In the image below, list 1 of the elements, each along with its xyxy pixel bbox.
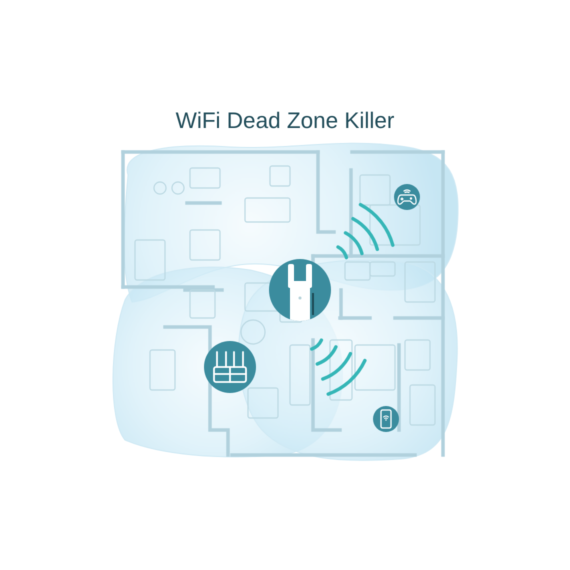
diagram-title: WiFi Dead Zone Killer: [174, 107, 396, 135]
